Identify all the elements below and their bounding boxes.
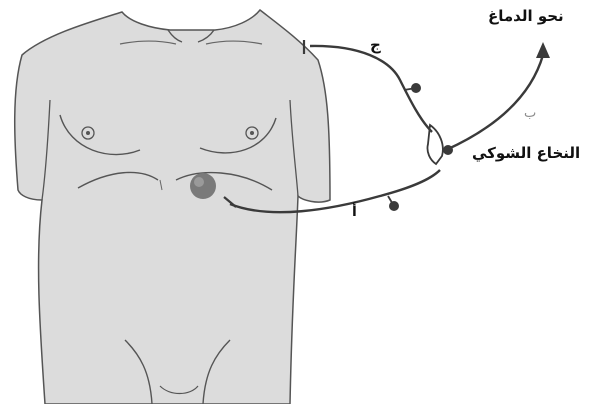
nerve-b [446,55,543,150]
arrow-head-up-icon [536,42,550,58]
heart-spot-icon [190,173,216,199]
label-toward-brain: نحو الدماغ [488,9,564,24]
label-spinal-cord: النخاع الشوكي [472,146,580,161]
heart-highlight [194,177,204,187]
label-neuron-c: ج [370,38,381,53]
label-neuron-b: ب [524,107,536,120]
label-neuron-a: أ [352,205,357,219]
nerve-b-cell-body [443,145,453,155]
torso-outline [15,10,330,404]
